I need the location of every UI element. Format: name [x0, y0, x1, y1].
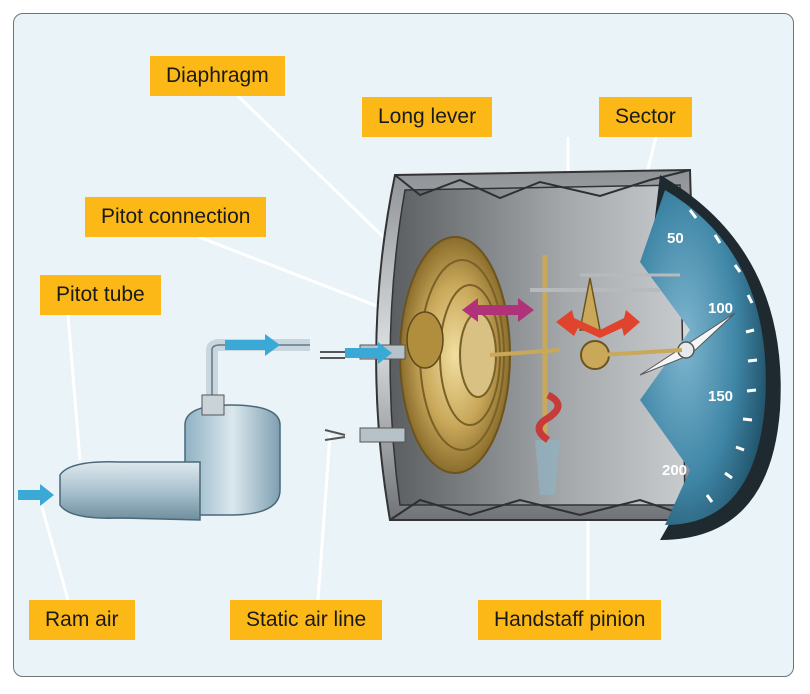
linkage: [489, 255, 683, 495]
dial-number-100: 100: [708, 300, 734, 317]
label-long-lever: Long lever: [362, 97, 493, 137]
motion-arrows: [462, 298, 640, 443]
dial-number-150: 150: [708, 388, 734, 405]
label-sector: Sector: [599, 97, 692, 137]
dial-number-50: 50: [667, 230, 684, 247]
label-ram-air: Ram air: [29, 600, 135, 640]
label-handstaff-pinion: Handstaff pinion: [478, 600, 662, 640]
dial-ticks: [688, 209, 758, 503]
air-flow-arrows: [18, 334, 392, 506]
pitot-tube: [59, 339, 310, 521]
label-diaphragm: Diaphragm: [150, 56, 285, 96]
label-pitot-tube: Pitot tube: [40, 275, 161, 315]
label-static-air-line: Static air line: [230, 600, 383, 640]
label-pitot-connection: Pitot connection: [85, 197, 267, 237]
dial-number-200: 200: [662, 462, 688, 479]
